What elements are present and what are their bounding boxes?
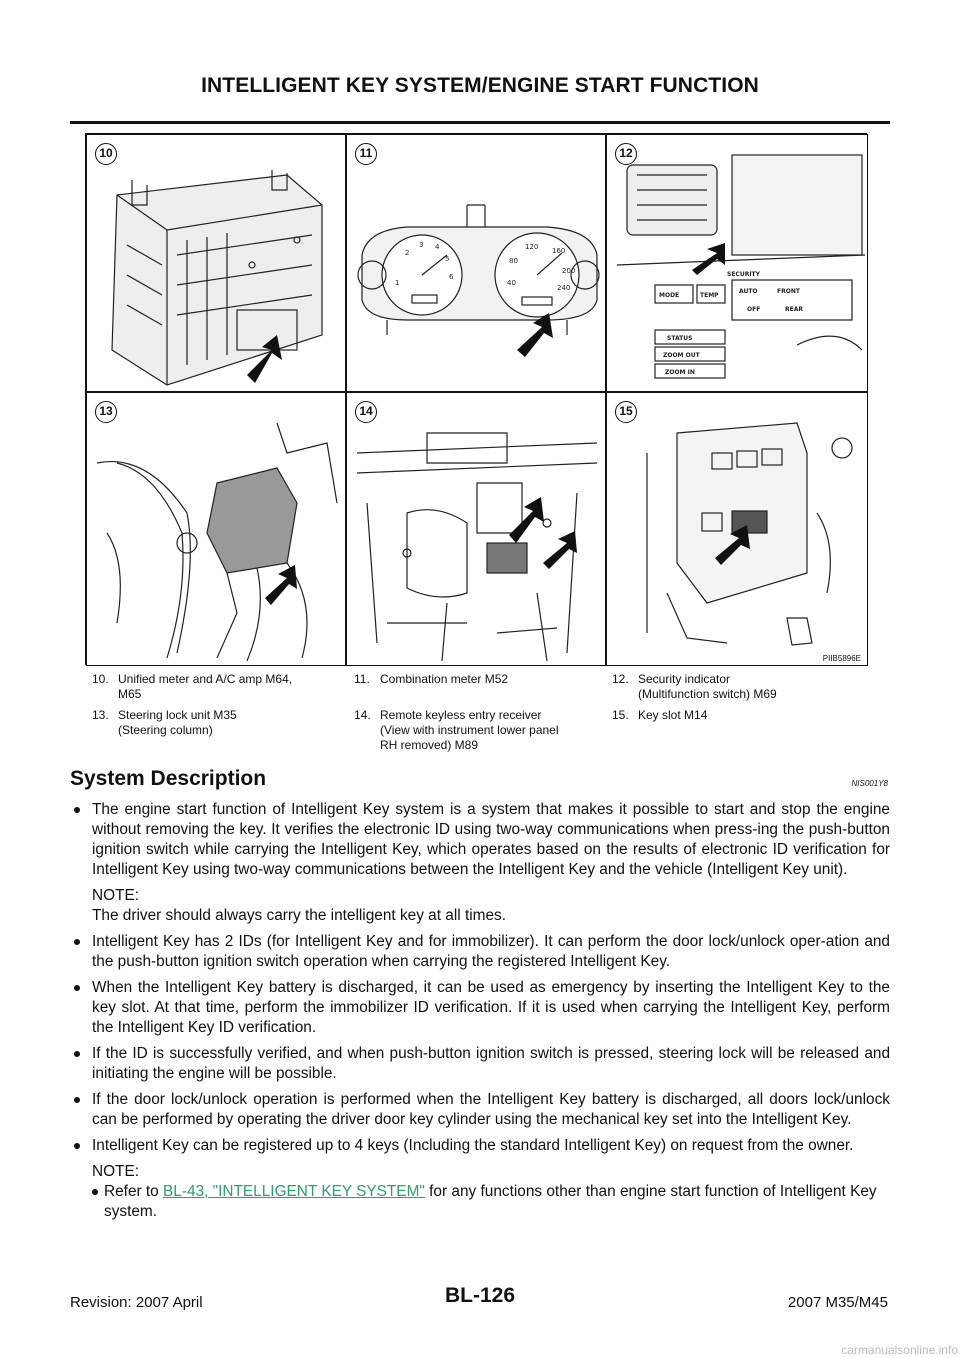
- rear-label: REAR: [785, 306, 803, 313]
- legend-number: 11.: [354, 672, 370, 686]
- note-block: NOTE: The driver should always carry the…: [70, 886, 890, 926]
- off-label: OFF: [747, 306, 760, 313]
- note-label: NOTE:: [92, 1163, 140, 1180]
- bullet-icon: [74, 1143, 80, 1149]
- note-text: The driver should always carry the intel…: [92, 907, 507, 924]
- legend-line: RH removed) M89: [380, 738, 479, 752]
- mode-label: MODE: [659, 292, 679, 299]
- bullet-icon: [74, 1051, 80, 1057]
- bullet-icon: [74, 939, 80, 945]
- svg-text:4: 4: [435, 243, 440, 251]
- steering-lock-illustration-icon: [96, 422, 338, 662]
- legend-number: 15.: [612, 708, 629, 722]
- list-item: Intelligent Key can be registered up to …: [70, 1136, 890, 1156]
- page-number: BL-126: [444, 1284, 516, 1307]
- legend-line: Steering lock unit M35: [118, 708, 237, 722]
- legend-number: 10.: [92, 672, 109, 686]
- list-item: Intelligent Key has 2 IDs (for Intellige…: [70, 932, 890, 972]
- bullet-icon: [74, 985, 80, 991]
- legend-number: 14.: [354, 708, 371, 722]
- footer-revision: Revision: 2007 April: [70, 1294, 203, 1311]
- bullet-text: Intelligent Key has 2 IDs (for Intellige…: [92, 933, 890, 970]
- security-label: SECURITY: [727, 271, 761, 278]
- section-content: The engine start function of Intelligent…: [70, 800, 890, 1228]
- reference-link[interactable]: BL-43, "INTELLIGENT KEY SYSTEM": [163, 1183, 425, 1200]
- legend-number: 12.: [612, 672, 629, 686]
- svg-text:80: 80: [509, 257, 518, 265]
- watermark: carmanualsonline.info: [841, 1343, 958, 1357]
- legend-line: (Multifunction switch) M69: [638, 687, 777, 701]
- status-label: STATUS: [667, 335, 692, 342]
- bullet-text: The engine start function of Intelligent…: [92, 801, 890, 878]
- note-block: NOTE: Refer to BL-43, "INTELLIGENT KEY S…: [70, 1162, 890, 1222]
- svg-text:40: 40: [507, 279, 516, 287]
- panel-14: 14: [346, 392, 606, 666]
- svg-text:1: 1: [395, 279, 399, 287]
- panel-number-badge: 15: [615, 401, 637, 423]
- bullet-text: If the ID is successfully verified, and …: [92, 1045, 890, 1082]
- svg-text:200: 200: [562, 267, 575, 275]
- legend-line: Remote keyless entry receiver: [380, 708, 542, 722]
- list-item: When the Intelligent Key battery is disc…: [70, 978, 890, 1038]
- svg-text:6: 6: [449, 273, 454, 281]
- panel-number-badge: 13: [95, 401, 117, 423]
- legend-line: M65: [118, 687, 142, 701]
- legend-line: Key slot M14: [638, 708, 708, 722]
- list-item: If the door lock/unlock operation is per…: [70, 1090, 890, 1130]
- header-rule: [70, 121, 890, 124]
- section-title: System Description: [70, 767, 267, 790]
- bullet-text: If the door lock/unlock operation is per…: [92, 1091, 890, 1128]
- front-label: FRONT: [777, 288, 801, 295]
- legend-line: (Steering column): [118, 723, 213, 737]
- svg-text:120: 120: [525, 243, 538, 251]
- panel-number-badge: 12: [615, 143, 637, 165]
- panel-13: 13: [86, 392, 346, 666]
- panel-15: 15 PIIB5896E: [606, 392, 868, 666]
- bullet-text: Intelligent Key can be registered up to …: [92, 1137, 854, 1154]
- note-suffix: for any functions other than engine star…: [104, 1183, 877, 1220]
- note-prefix: Refer to: [104, 1183, 164, 1200]
- audio-unit-illustration-icon: [111, 170, 323, 386]
- keyless-receiver-illustration-icon: [356, 432, 598, 662]
- page-title: INTELLIGENT KEY SYSTEM/ENGINE START FUNC…: [201, 74, 759, 97]
- panel-10: 10: [86, 134, 346, 392]
- bullet-icon: [92, 1189, 98, 1195]
- panel-number-badge: 10: [95, 143, 117, 165]
- svg-text:5: 5: [445, 255, 449, 263]
- list-item: The engine start function of Intelligent…: [70, 800, 890, 880]
- bullet-icon: [74, 1097, 80, 1103]
- security-indicator-illustration-icon: SECURITY MODE TEMP AUTO FRONT OFF REAR S…: [616, 154, 866, 379]
- panel-number-badge: 11: [355, 143, 377, 165]
- auto-label: AUTO: [739, 288, 758, 295]
- legend-line: Security indicator: [638, 672, 731, 686]
- svg-text:3: 3: [419, 241, 423, 249]
- section-code: NIS001Y8: [851, 779, 888, 788]
- legend-number: 13.: [92, 708, 109, 722]
- svg-text:240: 240: [557, 284, 570, 292]
- legend-line: (View with instrument lower panel: [380, 723, 559, 737]
- temp-label: TEMP: [700, 292, 719, 299]
- legend-line: Combination meter M52: [380, 672, 509, 686]
- note-list-item: Refer to BL-43, "INTELLIGENT KEY SYSTEM"…: [92, 1182, 890, 1222]
- list-item: If the ID is successfully verified, and …: [70, 1044, 890, 1084]
- bullet-text: When the Intelligent Key battery is disc…: [92, 979, 890, 1036]
- panel-number-badge: 14: [355, 401, 377, 423]
- bullet-icon: [74, 807, 80, 813]
- svg-text:160: 160: [552, 247, 565, 255]
- legend-line: Unified meter and A/C amp M64,: [118, 672, 293, 686]
- zoom-out-label: ZOOM OUT: [663, 352, 701, 359]
- note-label: NOTE:: [92, 887, 140, 904]
- key-slot-illustration-icon: [646, 422, 853, 646]
- combination-meter-illustration-icon: 1 2 3 45 6 40 80 120 160 200 240: [357, 204, 600, 357]
- footer-model: 2007 M35/M45: [787, 1294, 888, 1311]
- figure-code: PIIB5896E: [822, 654, 861, 663]
- svg-text:2: 2: [405, 249, 409, 257]
- panel-12: SECURITY MODE TEMP AUTO FRONT OFF REAR S…: [606, 134, 868, 392]
- zoom-in-label: ZOOM IN: [665, 369, 695, 376]
